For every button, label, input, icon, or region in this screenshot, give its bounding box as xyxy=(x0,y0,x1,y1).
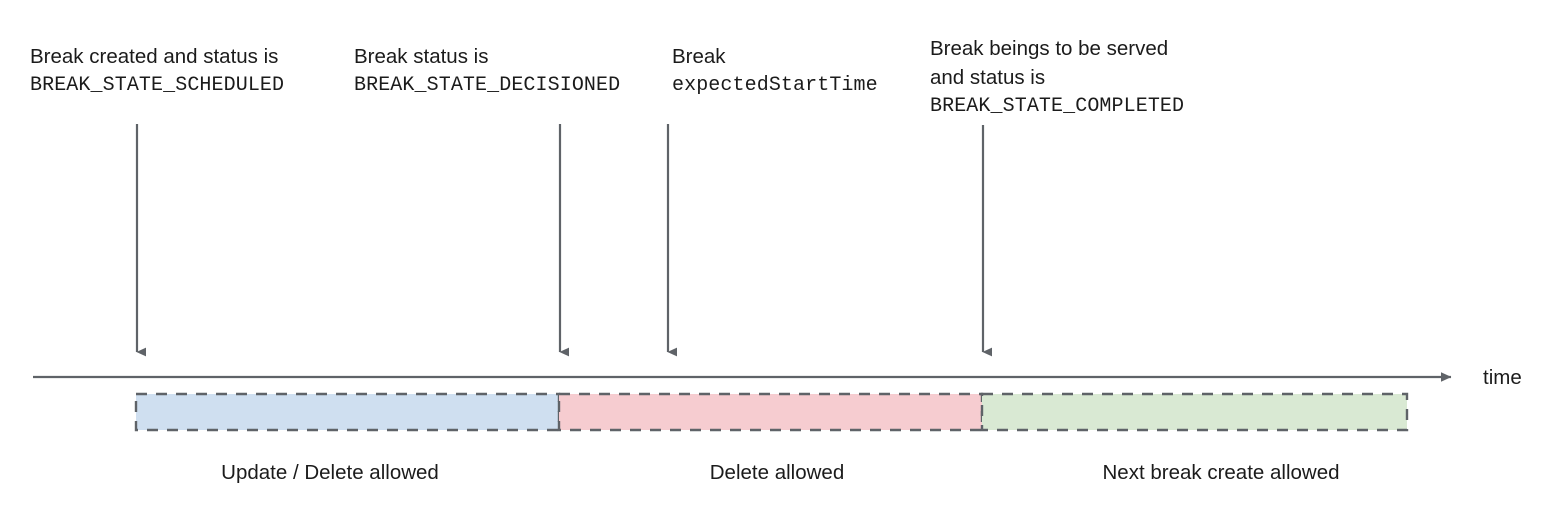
annotation-scheduled: Break created and status is BREAK_STATE_… xyxy=(30,42,284,100)
annotation-decisioned-line-1: BREAK_STATE_DECISIONED xyxy=(354,74,621,97)
annotation-decisioned-line-0: Break status is xyxy=(354,45,489,68)
annotation-expected-start-time-line-0: Break xyxy=(672,45,726,68)
annotation-completed-line-0: Break beings to be served xyxy=(930,37,1169,60)
segment-caption-next-break-create: Next break create allowed xyxy=(1102,461,1340,484)
segment-caption-delete: Delete allowed xyxy=(709,461,845,484)
annotation-completed-line-2: BREAK_STATE_COMPLETED xyxy=(930,95,1185,118)
annotation-expected-start-time: Break expectedStartTime xyxy=(672,42,878,100)
segment-bar-delete xyxy=(557,392,984,432)
segment-bar-next-break-create xyxy=(980,392,1409,432)
segment-caption-update-delete: Update / Delete allowed xyxy=(221,461,439,484)
segment-bar-update-delete xyxy=(134,392,561,432)
time-axis-label: time xyxy=(1483,366,1522,389)
annotation-scheduled-line-0: Break created and status is xyxy=(30,45,279,68)
annotation-decisioned: Break status is BREAK_STATE_DECISIONED xyxy=(354,42,620,100)
annotation-completed-line-1: and status is xyxy=(930,66,1046,89)
annotation-scheduled-line-1: BREAK_STATE_SCHEDULED xyxy=(30,74,285,97)
annotation-completed: Break beings to be served and status is … xyxy=(930,34,1184,121)
annotation-expected-start-time-line-1: expectedStartTime xyxy=(672,74,878,97)
